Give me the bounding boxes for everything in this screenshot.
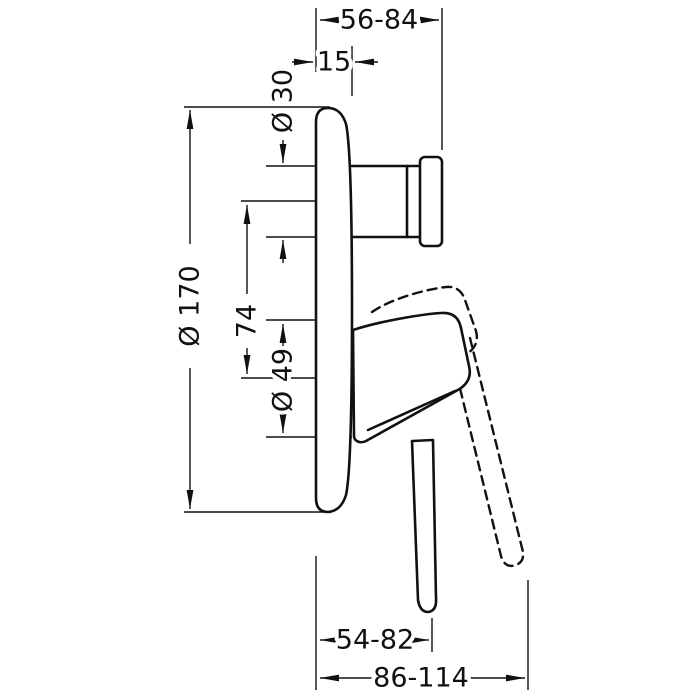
fixture [314,106,525,614]
dim-label-overall-projection: 86-114 [373,663,469,694]
lever-handle [351,311,472,614]
handle-lever [410,438,438,614]
spindle-knob [418,155,444,248]
dim-label-plate-diameter: Ø 170 [175,265,206,346]
dim-label-hub-diameter: Ø 49 [268,348,299,412]
dim-label-spindle-diameter: Ø 30 [268,69,299,133]
dim-label-plate-depth: 15 [317,47,351,78]
handle-hub [351,311,472,444]
lever-handle-alt-position [370,285,525,568]
dimension-labels: 56-84 15 Ø 30 Ø 170 74 Ø 49 54-82 86-114 [171,1,473,698]
dim-label-top-projection: 56-84 [340,5,418,36]
dimension-lines [184,8,529,690]
stop-valve-spindle [350,155,444,248]
escutcheon-plate [314,106,354,514]
dim-label-lever-projection: 54-82 [336,625,414,656]
dim-label-axis-spacing: 74 [232,304,263,338]
handle-hub-detail-line [366,389,457,432]
